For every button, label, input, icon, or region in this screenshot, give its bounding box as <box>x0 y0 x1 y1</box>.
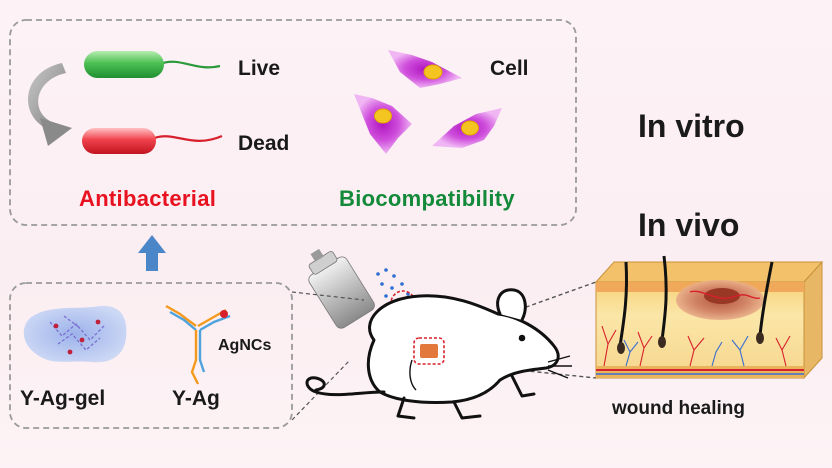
mouse-icon <box>305 288 560 420</box>
up-arrow-icon <box>138 235 166 271</box>
dead-label: Dead <box>238 132 290 155</box>
connector-line <box>291 291 365 301</box>
cell-icon <box>388 50 462 88</box>
cell-label: Cell <box>490 57 529 80</box>
cell-icon <box>432 108 502 148</box>
y-ag-label: Y-Ag <box>172 387 220 410</box>
wound-highlight <box>413 337 445 365</box>
antibacterial-label: Antibacterial <box>79 186 217 211</box>
in-vivo-heading: In vivo <box>638 207 740 243</box>
live-bacterium-icon <box>84 51 221 78</box>
hydrogel-icon <box>23 305 127 363</box>
materials-panel <box>9 282 293 429</box>
wound-patch <box>420 344 438 358</box>
mouse-details <box>409 334 572 391</box>
y-ag-gel-label: Y-Ag-gel <box>20 387 106 410</box>
curved-arrow-icon <box>28 63 72 146</box>
y-dna-icon <box>165 304 231 385</box>
live-label: Live <box>238 57 281 80</box>
skin-section-icon <box>594 255 824 380</box>
in-vitro-heading: In vitro <box>638 108 745 144</box>
dead-bacterium-icon <box>82 128 223 154</box>
cell-icon <box>354 94 412 154</box>
in-vitro-panel <box>9 19 577 226</box>
wound-healing-label: wound healing <box>612 398 745 419</box>
agncs-label: AgNCs <box>218 337 272 354</box>
biocompatibility-label: Biocompatibility <box>339 186 515 211</box>
